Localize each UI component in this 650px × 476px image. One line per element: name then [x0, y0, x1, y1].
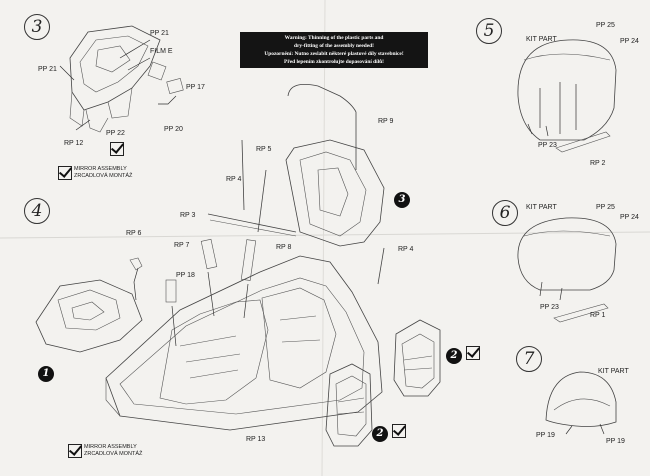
- check-icon: [68, 444, 82, 458]
- part-label: PP 23: [540, 304, 559, 311]
- seat-tub-drawing: [207, 83, 385, 285]
- part-label: PP 24: [620, 38, 639, 45]
- part-label: RP 9: [378, 118, 394, 125]
- warning-line: Upozornění: Nutno zeslabit některé plast…: [264, 51, 404, 57]
- substep-bullet-3: 3: [394, 192, 410, 208]
- part-label: RP 3: [180, 212, 196, 219]
- part-label: PP 24: [620, 214, 639, 221]
- ejection-seat-drawing: [325, 319, 441, 447]
- page-crease: [321, 0, 326, 476]
- part-label: RP 12: [64, 140, 84, 147]
- warning-note: Warning: Thinning of the plastic parts a…: [240, 32, 428, 68]
- part-label: FILM E: [150, 48, 173, 55]
- substep-bullet-1: 1: [38, 366, 54, 382]
- check-icon: [58, 166, 72, 180]
- mirror-note-line: MIRROR ASSEMBLY: [74, 166, 127, 172]
- part-label: PP 20: [164, 126, 183, 133]
- check-icon: [392, 424, 406, 438]
- part-label: RP 4: [398, 246, 414, 253]
- step-number-5: 5: [476, 18, 502, 44]
- part-label: RP 8: [276, 244, 292, 251]
- part-label: RP 7: [174, 242, 190, 249]
- part-label: KIT PART: [526, 204, 557, 211]
- step-number-4: 4: [24, 198, 50, 224]
- substep-bullet-2: 2: [446, 348, 462, 364]
- cockpit-tub-drawing: [105, 238, 383, 431]
- step-number-7: 7: [516, 346, 542, 372]
- part-label: KIT PART: [526, 36, 557, 43]
- canopy-drawing-step5: [517, 39, 617, 153]
- mirror-assembly-note: MIRROR ASSEMBLY ZRCADLOVÁ MONTÁŽ: [84, 444, 142, 458]
- part-label: PP 17: [186, 84, 205, 91]
- check-icon: [110, 142, 124, 156]
- console-part-drawing: [35, 257, 143, 353]
- mirror-note-line: MIRROR ASSEMBLY: [84, 444, 137, 450]
- part-label: RP 1: [590, 312, 606, 319]
- part-label: PP 25: [596, 22, 615, 29]
- canopy-drawing-step6: [517, 217, 617, 323]
- part-label: RP 5: [256, 146, 272, 153]
- part-label: PP 21: [38, 66, 57, 73]
- part-label: RP 6: [126, 230, 142, 237]
- substep-bullet-2: 2: [372, 426, 388, 442]
- part-label: RP 4: [226, 176, 242, 183]
- step-number-3: 3: [24, 14, 50, 40]
- instrument-panel-drawing: [59, 25, 184, 133]
- part-label: KIT PART: [598, 368, 629, 375]
- part-label: RP 2: [590, 160, 606, 167]
- mirror-note-line: ZRCADLOVÁ MONTÁŽ: [74, 173, 133, 179]
- mirror-assembly-note: MIRROR ASSEMBLY ZRCADLOVÁ MONTÁŽ: [74, 166, 132, 180]
- part-label: PP 19: [606, 438, 625, 445]
- part-label: RP 13: [246, 436, 266, 443]
- part-label: PP 21: [150, 30, 169, 37]
- part-label: PP 19: [536, 432, 555, 439]
- part-label: PP 23: [538, 142, 557, 149]
- step-number-6: 6: [492, 200, 518, 226]
- part-label: PP 22: [106, 130, 125, 137]
- mirror-note-line: ZRCADLOVÁ MONTÁŽ: [84, 451, 143, 457]
- page-crease: [0, 231, 650, 239]
- warning-line: Před lepením zkontrolujte dopasování díl…: [284, 59, 384, 65]
- gunsight-drawing: [545, 371, 617, 435]
- check-icon: [466, 346, 480, 360]
- warning-line: Warning: Thinning of the plastic parts a…: [284, 35, 384, 41]
- part-label: PP 25: [596, 204, 615, 211]
- warning-line: dry-fitting of the assembly needed!: [294, 43, 374, 49]
- part-label: PP 18: [176, 272, 195, 279]
